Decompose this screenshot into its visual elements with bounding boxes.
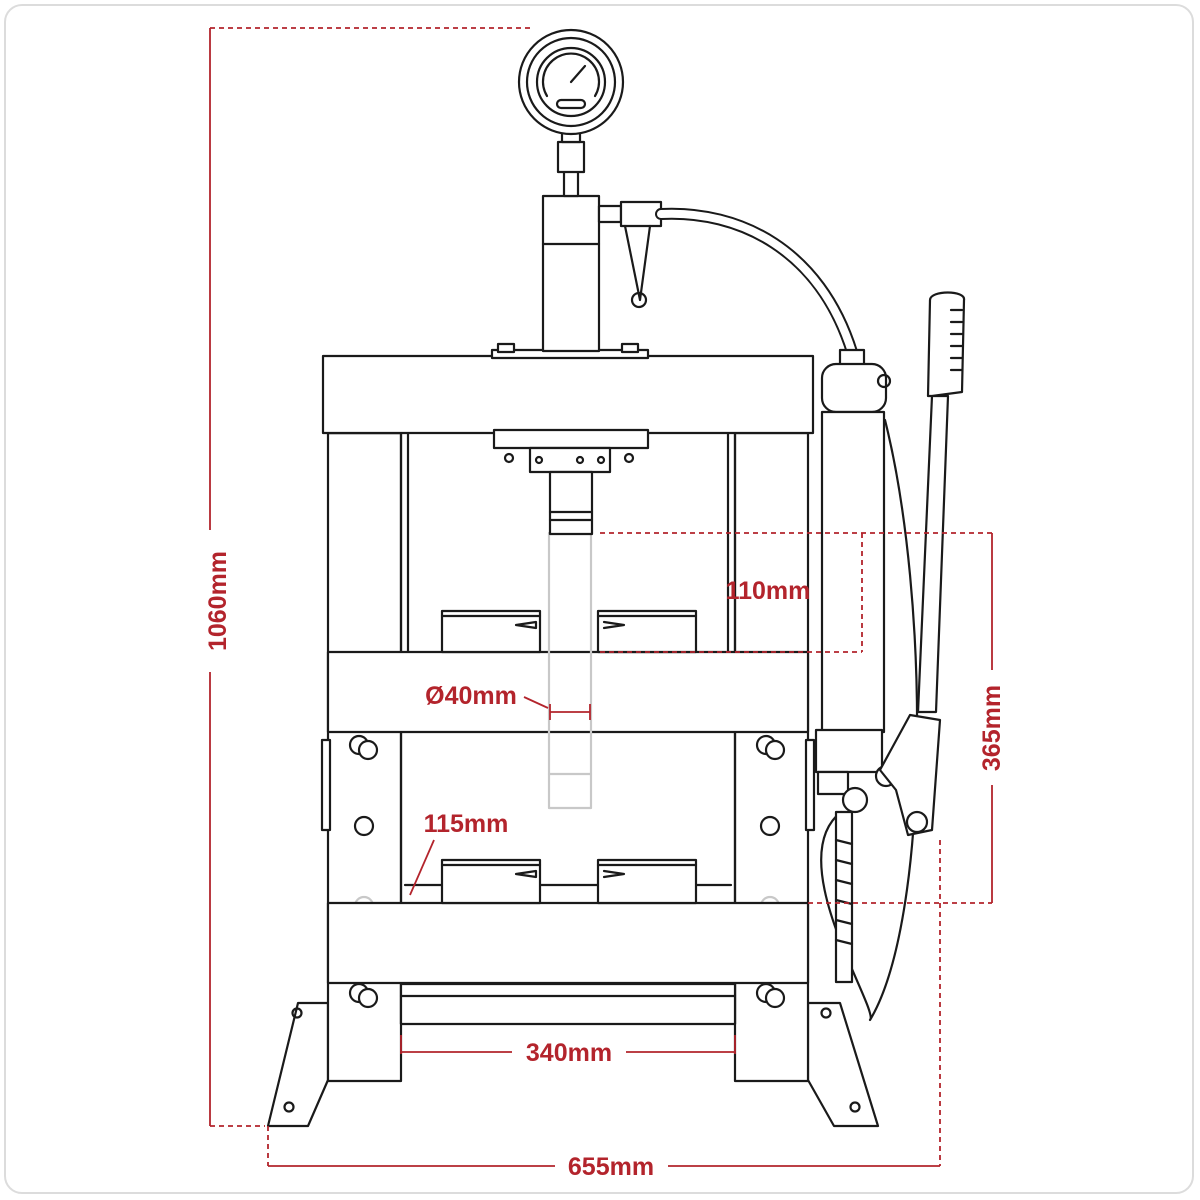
bottom-tray — [399, 982, 737, 1026]
stroke-label: 110mm — [726, 577, 811, 605]
ram — [548, 470, 594, 536]
lower-bed — [326, 858, 810, 985]
left-foot — [266, 1001, 330, 1128]
bed-gap-leader — [409, 839, 435, 896]
overall-width-label: 655mm — [568, 1153, 654, 1181]
column-holes — [353, 815, 781, 917]
pins — [348, 734, 786, 1009]
overall-height-label: 1060mm — [204, 551, 232, 651]
hydraulic-hose — [655, 207, 919, 1022]
bed-gap-label: 115mm — [424, 810, 509, 838]
pressure-gauge-icon — [517, 28, 625, 198]
image-frame — [4, 4, 1194, 1194]
right-foot — [806, 1001, 880, 1128]
upper-bed — [326, 609, 810, 734]
pump-handle — [916, 291, 966, 714]
ram-diameter-label: Ø40mm — [425, 682, 517, 710]
top-beam — [321, 354, 815, 474]
working-width-label: 340mm — [526, 1039, 612, 1067]
hose-coupling — [597, 200, 663, 309]
hand-pump — [814, 348, 942, 984]
max-opening-label: 365mm — [978, 685, 1006, 771]
hydraulic-cylinder — [490, 194, 650, 360]
